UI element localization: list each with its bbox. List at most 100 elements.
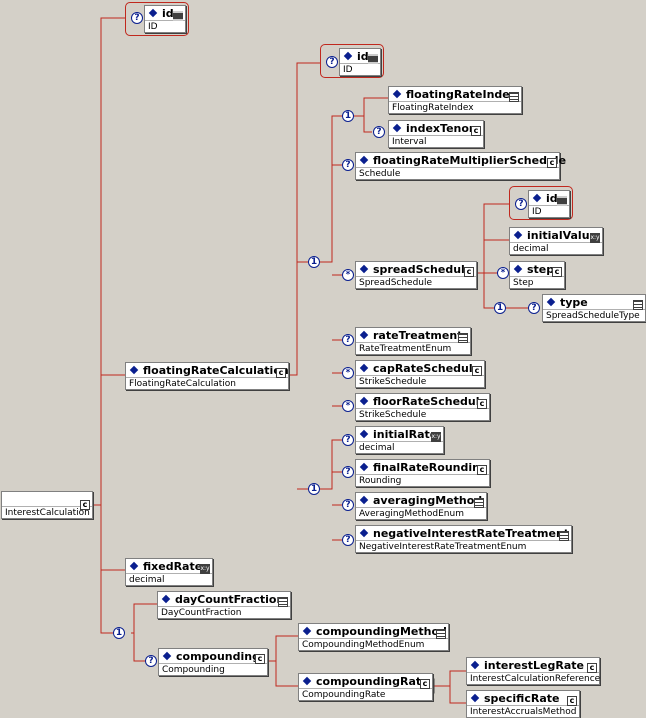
fixedRate-node[interactable]: fixedRate decimal x:y [125, 558, 213, 586]
expand-icon[interactable]: c [255, 654, 265, 664]
expand-icon[interactable]: c [472, 366, 482, 376]
compoundingRate-node[interactable]: compoundingRate CompoundingRate c [298, 673, 433, 701]
expand-icon[interactable]: c [567, 696, 577, 706]
initialValue-node[interactable]: initialValue decimal x:y [509, 227, 603, 255]
node-type: Compounding [159, 663, 267, 676]
initialRate-node[interactable]: initialRate decimal x:y [355, 426, 444, 454]
unbounded-icon: * [497, 267, 509, 279]
node-type: InterestAccrualsMethod [467, 705, 579, 718]
simple-type-icon: x:y [200, 564, 210, 574]
expand-icon[interactable]: c [547, 158, 557, 168]
element-icon [162, 651, 172, 661]
element-icon [392, 123, 402, 133]
indexTenor-node[interactable]: indexTenor Interval c [388, 120, 484, 148]
id-attribute[interactable]: id ID [144, 5, 186, 33]
spreadSchedule-node[interactable]: spreadSchedule SpreadSchedule c [355, 261, 477, 289]
expand-icon[interactable]: c [80, 500, 90, 510]
rateTreatment-node[interactable]: rateTreatment RateTreatmentEnum [355, 327, 471, 355]
node-type: InterestCalculation [2, 506, 92, 519]
sequence-one-icon: 1 [308, 483, 320, 495]
floorRateSchedule-node[interactable]: floorRateSchedule StrikeSchedule c [355, 393, 490, 421]
optional-icon: ? [528, 302, 540, 314]
element-icon [302, 626, 312, 636]
averagingMethod-node[interactable]: averagingMethod AveragingMethodEnum [355, 492, 487, 520]
node-name: specificRate [484, 691, 560, 705]
floatingRateCalculation-node[interactable]: floatingRateCalculation FloatingRateCalc… [125, 362, 289, 390]
sequence-one-icon: 1 [342, 110, 354, 122]
compoundingMethod-node[interactable]: compoundingMethod CompoundingMethodEnum [298, 623, 449, 651]
negativeInterestRateTreatment-node[interactable]: negativeInterestRateTreatment NegativeIn… [355, 525, 572, 553]
optional-icon: ? [515, 198, 527, 210]
element-icon [470, 660, 480, 670]
node-name: compoundingMethod [316, 624, 447, 638]
optional-icon: ? [342, 499, 354, 511]
node-name: averagingMethod [373, 493, 483, 507]
element-icon [359, 495, 369, 505]
simple-type-icon [368, 54, 378, 64]
element-icon [359, 429, 369, 439]
node-type: Interval [389, 135, 483, 148]
floatingRateMultiplierSchedule-node[interactable]: floatingRateMultiplierSchedule Schedule … [355, 152, 566, 180]
node-name: initialRate [373, 427, 438, 441]
node-name: id [546, 191, 558, 205]
unbounded-icon: * [342, 400, 354, 412]
expand-icon[interactable]: c [464, 267, 474, 277]
finalRateRounding-node[interactable]: finalRateRounding Rounding c [355, 459, 490, 487]
node-name: step [527, 262, 555, 276]
expand-icon[interactable]: c [420, 679, 430, 689]
node-type: ID [145, 20, 185, 33]
specificRate-node[interactable]: specificRate InterestAccrualsMethod c [466, 690, 580, 718]
node-name: finalRateRounding [373, 460, 488, 474]
unbounded-icon: * [342, 367, 354, 379]
interestLegRate-node[interactable]: interestLegRate InterestCalculationRefer… [466, 657, 600, 685]
floatingRateIndex-node[interactable]: floatingRateIndex FloatingRateIndex [388, 86, 522, 114]
node-name: dayCountFraction [175, 592, 285, 606]
node-type: decimal [356, 441, 443, 454]
node-type: CompoundingRate [299, 688, 432, 701]
optional-icon: ? [131, 12, 143, 24]
element-icon [359, 330, 369, 340]
step-node[interactable]: step Step c [509, 261, 565, 289]
list-type-icon [559, 531, 569, 541]
node-type: Rounding [356, 474, 489, 487]
expand-icon[interactable]: c [477, 465, 487, 475]
node-name: negativeInterestRateTreatment [373, 526, 570, 540]
capRateSchedule-node[interactable]: capRateSchedule StrikeSchedule c [355, 360, 485, 388]
node-name: capRateSchedule [373, 361, 481, 375]
compounding-node[interactable]: compounding Compounding c [158, 648, 268, 676]
node-name: initialValue [527, 228, 597, 242]
element-icon [359, 396, 369, 406]
optional-icon: ? [373, 126, 385, 138]
node-name: floatingRateIndex [406, 87, 517, 101]
expand-icon[interactable]: c [477, 399, 487, 409]
node-type: FloatingRateCalculation [126, 377, 288, 390]
list-type-icon [436, 629, 446, 639]
id-attribute[interactable]: id ID [528, 190, 570, 218]
element-icon [302, 676, 312, 686]
node-type: SpreadScheduleType [543, 309, 645, 322]
element-icon [546, 297, 556, 307]
list-type-icon [458, 333, 468, 343]
simple-type-icon [173, 11, 183, 21]
optional-icon: ? [342, 466, 354, 478]
node-name: floatingRateMultiplierSchedule [373, 153, 567, 167]
type-node[interactable]: type SpreadScheduleType [542, 294, 646, 322]
node-type: CompoundingMethodEnum [299, 638, 448, 651]
expand-icon[interactable]: c [552, 267, 562, 277]
node-type: RateTreatmentEnum [356, 342, 470, 355]
list-type-icon [509, 92, 519, 102]
element-icon [343, 51, 353, 61]
expand-icon[interactable]: c [471, 126, 481, 136]
node-type: AveragingMethodEnum [356, 507, 486, 520]
node-name: interestLegRate [484, 658, 584, 672]
expand-icon[interactable]: c [587, 663, 597, 673]
id-attribute[interactable]: id ID [339, 48, 381, 76]
root-node[interactable]: InterestCalculation c [1, 491, 93, 519]
node-name: rateTreatment [373, 328, 463, 342]
expand-icon[interactable]: c [276, 368, 286, 378]
element-icon [513, 264, 523, 274]
element-icon [359, 462, 369, 472]
dayCountFraction-node[interactable]: dayCountFraction DayCountFraction [157, 591, 291, 619]
optional-icon: ? [342, 434, 354, 446]
